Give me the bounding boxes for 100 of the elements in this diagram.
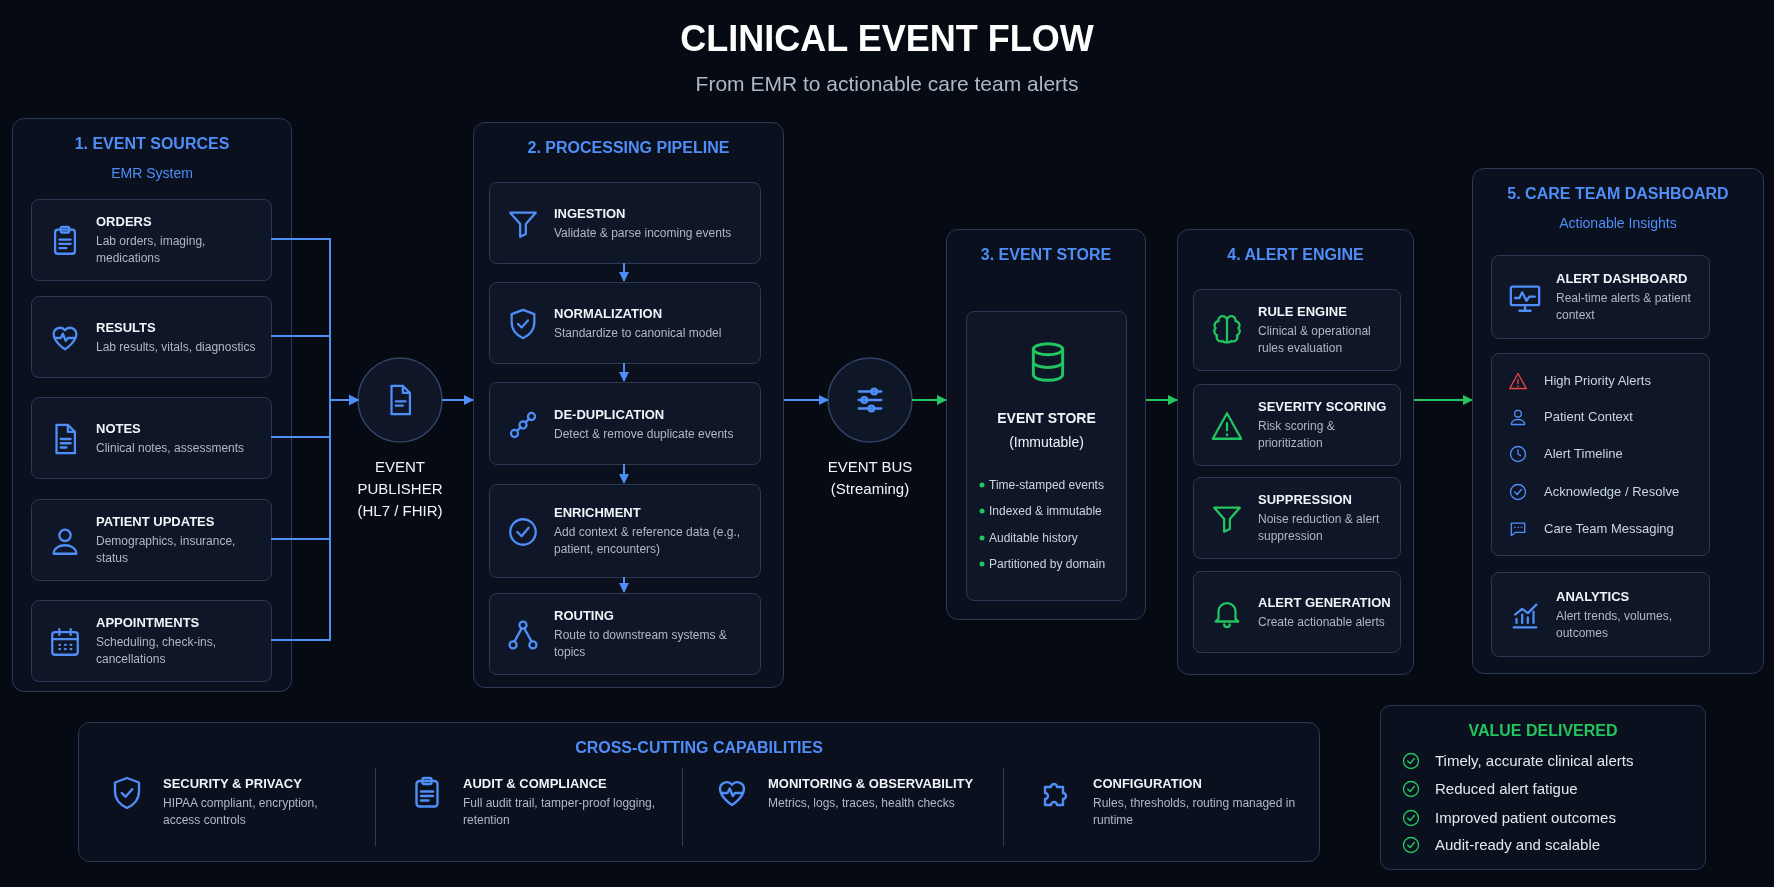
node-title: EVENT PUBLISHER xyxy=(356,457,444,499)
arrow xyxy=(783,395,829,405)
diagram-title: CLINICAL EVENT FLOW xyxy=(679,18,1095,60)
step-description: Validate & parse incoming events xyxy=(554,224,733,242)
section-title: 3. EVENT STORE xyxy=(979,246,1113,264)
node-title: EVENT BUS xyxy=(826,457,914,477)
node-title: EVENT STORE xyxy=(996,409,1097,428)
arrow xyxy=(441,395,474,405)
step-title: NORMALIZATION xyxy=(554,304,664,322)
step-card xyxy=(31,397,272,479)
step-card xyxy=(489,182,761,264)
step-description: Standardize to canonical model xyxy=(554,324,723,342)
bullet-point: Auditable history xyxy=(989,530,1078,547)
step-description: Clinical notes, assessments xyxy=(96,439,246,457)
section-panel xyxy=(1472,168,1764,674)
step-description: Demographics, insurance, status xyxy=(96,533,237,567)
step-description: Lab results, vitals, diagnostics xyxy=(96,338,257,356)
section-panel xyxy=(12,118,292,692)
arrow xyxy=(619,463,629,484)
bullet-point: Partitioned by domain xyxy=(989,556,1106,573)
section-panel xyxy=(78,722,1320,862)
step-title: SECURITY & PRIVACY xyxy=(163,775,303,792)
step-title: RULE ENGINE xyxy=(1258,303,1348,320)
step-card xyxy=(1491,572,1710,657)
event-store-card xyxy=(966,311,1127,601)
step-description: Alert trends, volumes, outcomes xyxy=(1556,607,1674,642)
step-title: RESULTS xyxy=(96,318,157,336)
arrow xyxy=(911,395,947,405)
step-description: Risk scoring & prioritization xyxy=(1258,418,1336,452)
step-description: Detect & remove duplicate events xyxy=(554,425,735,442)
feature-label: Patient Context xyxy=(1544,408,1633,426)
section-panel xyxy=(473,122,784,688)
step-title: ALERT DASHBOARD xyxy=(1556,270,1689,287)
step-title: SEVERITY SCORING xyxy=(1258,398,1388,415)
value-item: Timely, accurate clinical alerts xyxy=(1435,751,1634,771)
arrow xyxy=(619,262,629,282)
step-title: ENRICHMENT xyxy=(554,504,642,521)
value-item: Audit-ready and scalable xyxy=(1435,835,1601,855)
step-title: SUPPRESSION xyxy=(1258,491,1353,508)
step-description: Full audit trail, tamper-proof logging, retention xyxy=(463,795,657,829)
step-title: ANALYTICS xyxy=(1556,587,1631,605)
step-card xyxy=(1193,477,1401,559)
step-title: ALERT GENERATION xyxy=(1258,593,1392,611)
step-title: ROUTING xyxy=(554,607,615,624)
step-card xyxy=(489,484,761,578)
step-title: DE-DUPLICATION xyxy=(554,405,666,422)
step-card xyxy=(1193,384,1401,466)
step-description: Rules, thresholds, routing managed in runtime xyxy=(1093,795,1297,829)
step-card xyxy=(1193,289,1401,371)
subtitle: From EMR to actionable care team alerts xyxy=(694,72,1080,96)
value-card xyxy=(1380,705,1706,870)
step-title: NOTES xyxy=(96,419,142,437)
step-card xyxy=(31,199,272,281)
value-item: Reduced alert fatigue xyxy=(1435,779,1578,799)
step-title: INGESTION xyxy=(554,204,627,222)
value-item: Improved patient outcomes xyxy=(1435,808,1616,828)
step-card xyxy=(489,382,761,465)
feature-label: Acknowledge / Resolve xyxy=(1544,483,1680,501)
arrow xyxy=(619,362,629,382)
step-card xyxy=(1193,571,1401,653)
step-description: Create actionable alerts xyxy=(1258,613,1386,631)
step-description: Real-time alerts & patient context xyxy=(1556,290,1692,324)
arrow xyxy=(619,576,629,593)
step-description: Noise reduction & alert suppression xyxy=(1258,511,1381,545)
step-title: MONITORING & OBSERVABILITY xyxy=(768,775,975,792)
step-card xyxy=(1491,255,1710,339)
step-description: Add context & reference data (e.g., patient, encounters) xyxy=(554,524,742,558)
bullet-point: Time-stamped events xyxy=(989,477,1104,494)
section-title: 2. PROCESSING PIPELINE xyxy=(526,139,731,157)
step-card xyxy=(31,499,272,581)
section-subtitle: EMR System xyxy=(110,165,194,181)
section-title: 4. ALERT ENGINE xyxy=(1226,246,1365,264)
arrow xyxy=(1413,395,1473,405)
section-title: 5. CARE TEAM DASHBOARD xyxy=(1506,185,1730,203)
step-card xyxy=(31,296,272,378)
step-description: Metrics, logs, traces, health checks xyxy=(768,795,956,812)
bullet-point: Indexed & immutable xyxy=(989,503,1102,520)
step-card xyxy=(489,282,761,364)
step-title: APPOINTMENTS xyxy=(96,614,201,631)
step-title: ORDERS xyxy=(96,213,153,230)
arrow xyxy=(1145,395,1178,405)
section-subtitle: Actionable Insights xyxy=(1558,215,1678,231)
step-card xyxy=(31,600,272,682)
step-description: HIPAA compliant, encryption, access controls xyxy=(163,795,319,829)
step-title: AUDIT & COMPLIANCE xyxy=(463,775,608,792)
section-title: 1. EVENT SOURCES xyxy=(73,135,231,153)
node-subtitle: (Streaming) xyxy=(829,479,911,499)
feature-label: Care Team Messaging xyxy=(1544,520,1674,538)
step-description: Lab orders, imaging, medications xyxy=(96,233,207,267)
node-subtitle: (HL7 / FHIR) xyxy=(356,501,444,521)
node-subtitle: (Immutable) xyxy=(1008,433,1085,452)
step-description: Scheduling, check-ins, cancellations xyxy=(96,634,218,668)
feature-label: Alert Timeline xyxy=(1544,445,1623,463)
step-description: Clinical & operational rules evaluation xyxy=(1258,323,1372,357)
section-panel xyxy=(1177,229,1414,675)
feature-list-card xyxy=(1491,353,1710,556)
step-title: CONFIGURATION xyxy=(1093,775,1203,792)
section-panel xyxy=(946,229,1146,620)
section-title: CROSS-CUTTING CAPABILITIES xyxy=(574,739,824,757)
value-title: VALUE DELIVERED xyxy=(1467,722,1619,740)
